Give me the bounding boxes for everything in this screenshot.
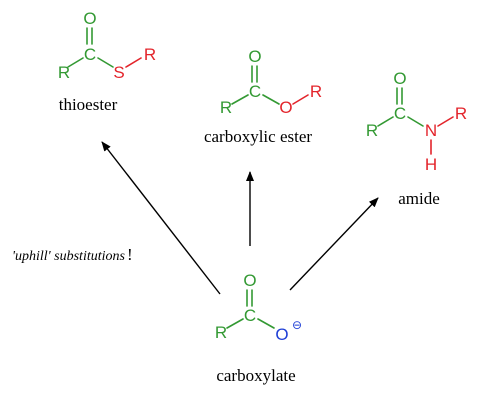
ester-r-group: R bbox=[220, 98, 232, 117]
uphill-annotation-bang: ! bbox=[127, 245, 133, 264]
uphill-annotation: 'uphill' substitutions! bbox=[12, 245, 133, 264]
amide-bond-n-r bbox=[437, 116, 454, 127]
uphill-annotation-text: 'uphill' substitutions bbox=[12, 249, 126, 264]
carboxylate-label: carboxylate bbox=[216, 366, 295, 385]
amide-structure: O C R N R H bbox=[366, 69, 467, 174]
carboxylate-carbonyl-oxygen: O bbox=[243, 271, 256, 290]
ester-bond-r-c bbox=[231, 94, 249, 105]
carboxylate-oxygen-anion: O bbox=[275, 325, 288, 344]
ester-carbon: C bbox=[249, 82, 261, 101]
thioester-r2-group: R bbox=[144, 45, 156, 64]
amide-r-group: R bbox=[366, 121, 378, 140]
carboxylate-carbon: C bbox=[244, 306, 256, 325]
carboxylate-bond-r-c bbox=[226, 318, 244, 329]
thioester-label: thioester bbox=[59, 95, 118, 114]
arrow-to-thioester bbox=[101, 141, 221, 295]
thioester-carbon: C bbox=[84, 45, 96, 64]
ester-bond-o-r bbox=[292, 94, 309, 105]
amide-bond-r-c bbox=[377, 116, 394, 127]
amide-r2-group: R bbox=[455, 104, 467, 123]
thioester-bond-s-r bbox=[125, 57, 142, 68]
thioester-carbonyl-oxygen: O bbox=[83, 9, 96, 28]
thioester-structure: O C R S R bbox=[58, 9, 156, 82]
amide-carbonyl-oxygen: O bbox=[393, 69, 406, 88]
ester-r2-group: R bbox=[310, 82, 322, 101]
carboxylate-negative-charge: ⊖ bbox=[292, 318, 302, 332]
amide-hydrogen: H bbox=[425, 155, 437, 174]
carboxylate-r-group: R bbox=[215, 323, 227, 342]
thioester-sulfur: S bbox=[113, 63, 124, 82]
ester-carbonyl-oxygen: O bbox=[248, 47, 261, 66]
ester-structure: O C R O R bbox=[220, 47, 322, 117]
carboxylate-structure: O C R O ⊖ bbox=[215, 271, 302, 344]
carboxylate-bond-c-o bbox=[257, 318, 275, 329]
thioester-bond-r-c bbox=[67, 57, 84, 68]
ester-label: carboxylic ester bbox=[204, 127, 312, 146]
ester-oxygen: O bbox=[279, 98, 292, 117]
amide-label: amide bbox=[398, 189, 440, 208]
thioester-r-group: R bbox=[58, 63, 70, 82]
amide-nitrogen: N bbox=[425, 121, 437, 140]
thioester-bond-c-s bbox=[97, 57, 114, 68]
arrow-to-amide bbox=[289, 197, 379, 291]
ester-bond-c-o bbox=[262, 94, 280, 105]
amide-carbon: C bbox=[394, 104, 406, 123]
amide-bond-c-n bbox=[407, 116, 424, 127]
